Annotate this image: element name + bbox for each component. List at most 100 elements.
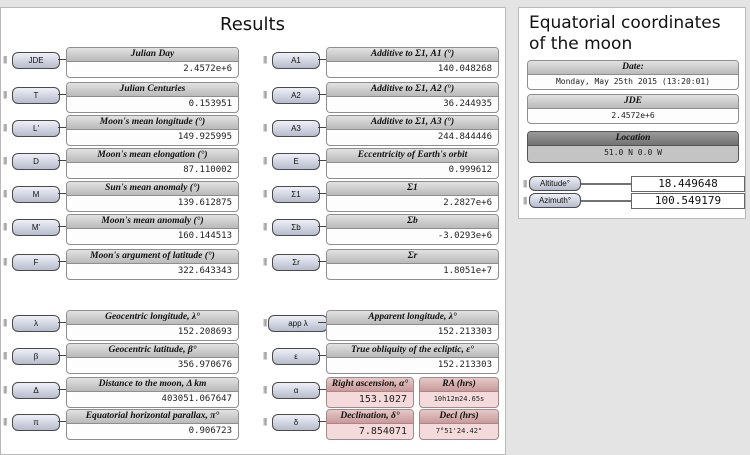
panel-title: Moon's argument of latitude (°) (67, 250, 238, 264)
grip-icon[interactable]: ||| (263, 351, 267, 360)
result-node-beta: ||| β Geocentric latitude, β° 356.970676 (0, 343, 240, 374)
grip-icon[interactable]: ||| (263, 318, 267, 327)
panel-sigmar[interactable]: Σr 1.8051e+7 (326, 249, 499, 280)
panel-right-ascension[interactable]: Right ascension, α° 153.1027 (326, 377, 414, 408)
grip-icon[interactable]: ||| (263, 55, 267, 64)
grip-icon[interactable]: ||| (3, 156, 7, 165)
panel-distance-to-moon[interactable]: Distance to the moon, Δ km 403051.067647 (66, 377, 239, 408)
connector-line (318, 59, 326, 60)
panel-additive-a3[interactable]: Additive to Σ1, A3 (°) 244.844446 (326, 115, 499, 146)
port-distance[interactable]: Δ (12, 382, 60, 399)
panel-geocentric-longitude[interactable]: Geocentric longitude, λ° 152.208693 (66, 310, 239, 341)
panel-true-obliquity[interactable]: True obliquity of the ecliptic, ε° 152.2… (326, 343, 499, 374)
grip-icon[interactable]: ||| (523, 179, 527, 188)
result-node-a2: ||| A2 Additive to Σ1, A2 (°) 36.244935 (260, 82, 500, 113)
port-e[interactable]: E (272, 153, 320, 170)
connector-line (318, 389, 326, 390)
panel-apparent-longitude[interactable]: Apparent longitude, λ° 152.213303 (326, 310, 499, 341)
grip-icon[interactable]: ||| (3, 55, 7, 64)
port-alpha[interactable]: α (272, 382, 320, 399)
result-node-d: ||| D Moon's mean elongation (°) 87.1100… (0, 148, 240, 179)
grip-icon[interactable]: ||| (3, 222, 7, 231)
panel-decl-hours[interactable]: Decl (hrs) 7°51'24.42" (419, 409, 499, 440)
grip-icon[interactable]: ||| (3, 318, 7, 327)
panel-moon-argument-latitude[interactable]: Moon's argument of latitude (°) 322.6433… (66, 249, 239, 280)
altitude-port[interactable]: Altitude° (529, 176, 581, 191)
panel-value: 87.110002 (183, 165, 232, 175)
panel-location[interactable]: Location 51.0 N 0.0 W (527, 131, 739, 163)
port-sigmab[interactable]: Σb (272, 219, 320, 236)
grip-icon[interactable]: ||| (263, 385, 267, 394)
panel-moon-mean-longitude[interactable]: Moon's mean longitude (°) 149.925995 (66, 115, 239, 146)
panel-moon-mean-anomaly[interactable]: Moon's mean anomaly (°) 160.144513 (66, 214, 239, 245)
port-m[interactable]: M (12, 186, 60, 203)
panel-title: Decl (hrs) (420, 410, 498, 424)
panel-value: 0.906723 (188, 426, 232, 436)
port-mprime[interactable]: M' (12, 219, 60, 236)
panel-additive-a2[interactable]: Additive to Σ1, A2 (°) 36.244935 (326, 82, 499, 113)
grip-icon[interactable]: ||| (263, 189, 267, 198)
panel-ra-hours[interactable]: RA (hrs) 10h12m24.65s (419, 377, 499, 408)
panel-julian-day[interactable]: Julian Day 2.4572e+6 (66, 47, 239, 78)
grip-icon[interactable]: ||| (3, 417, 7, 426)
grip-icon[interactable]: ||| (263, 90, 267, 99)
port-a2[interactable]: A2 (272, 87, 320, 104)
port-a1[interactable]: A1 (272, 52, 320, 69)
panel-date[interactable]: Date: Monday, May 25th 2015 (13:20:01) (527, 60, 739, 90)
grip-icon[interactable]: ||| (263, 156, 267, 165)
panel-value: 152.208693 (177, 327, 232, 337)
grip-icon[interactable]: ||| (263, 257, 267, 266)
panel-additive-a1[interactable]: Additive to Σ1, A1 (°) 140.048268 (326, 47, 499, 78)
grip-icon[interactable]: ||| (3, 257, 7, 266)
port-epsilon[interactable]: ε (272, 348, 320, 365)
grip-icon[interactable]: ||| (523, 196, 527, 205)
panel-sun-mean-anomaly[interactable]: Sun's mean anomaly (°) 139.612875 (66, 181, 239, 212)
port-parallax[interactable]: π (12, 414, 60, 431)
result-node-a1: ||| A1 Additive to Σ1, A1 (°) 140.048268 (260, 47, 500, 78)
result-node-app-lambda: ||| app λ Apparent longitude, λ° 152.213… (260, 310, 500, 341)
result-node-sigmar: ||| Σr Σr 1.8051e+7 (260, 249, 500, 280)
grip-icon[interactable]: ||| (263, 123, 267, 132)
port-t[interactable]: T (12, 87, 60, 104)
result-node-e: ||| E Eccentricity of Earth's orbit 0.99… (260, 148, 500, 179)
result-node-alpha: ||| α Right ascension, α° 153.1027 RA (h… (260, 377, 500, 408)
grip-icon[interactable]: ||| (3, 385, 7, 394)
panel-moon-mean-elongation[interactable]: Moon's mean elongation (°) 87.110002 (66, 148, 239, 179)
panel-declination[interactable]: Declination, δ° 7.854071 (326, 409, 414, 440)
panel-title: Declination, δ° (327, 410, 413, 424)
panel-eccentricity[interactable]: Eccentricity of Earth's orbit 0.999612 (326, 148, 499, 179)
panel-value: 153.1027 (358, 394, 407, 405)
panel-geocentric-latitude[interactable]: Geocentric latitude, β° 356.970676 (66, 343, 239, 374)
port-d[interactable]: D (12, 153, 60, 170)
grip-icon[interactable]: ||| (3, 189, 7, 198)
grip-icon[interactable]: ||| (3, 351, 7, 360)
port-sigma1[interactable]: Σ1 (272, 186, 320, 203)
panel-title: Additive to Σ1, A2 (°) (327, 83, 498, 97)
panel-value: -3.0293e+6 (437, 231, 492, 241)
azimuth-port[interactable]: Azimuth° (529, 193, 581, 208)
port-jde[interactable]: JDE (12, 52, 60, 69)
grip-icon[interactable]: ||| (3, 123, 7, 132)
azimuth-value: 100.549179 (631, 193, 745, 209)
port-f[interactable]: F (12, 254, 60, 271)
port-delta[interactable]: δ (272, 414, 320, 431)
port-lambda[interactable]: λ (12, 315, 60, 332)
grip-icon[interactable]: ||| (263, 222, 267, 231)
panel-horizontal-parallax[interactable]: Equatorial horizontal parallax, π° 0.906… (66, 409, 239, 440)
panel-julian-centuries[interactable]: Julian Centuries 0.153951 (66, 82, 239, 113)
grip-icon[interactable]: ||| (263, 417, 267, 426)
port-app-lambda[interactable]: app λ (268, 315, 328, 332)
grip-icon[interactable]: ||| (3, 90, 7, 99)
panel-sigmab[interactable]: Σb -3.0293e+6 (326, 214, 499, 245)
port-beta[interactable]: β (12, 348, 60, 365)
output-wires (580, 183, 631, 202)
panel-value: 36.244935 (443, 99, 492, 109)
port-lprime[interactable]: L' (12, 120, 60, 137)
panel-jde[interactable]: JDE 2.4572e+6 (527, 94, 739, 124)
port-a3[interactable]: A3 (272, 120, 320, 137)
panel-sigma1[interactable]: Σ1 2.2827e+6 (326, 181, 499, 212)
panel-value: 2.2827e+6 (443, 198, 492, 208)
connector-line (58, 355, 66, 356)
port-sigmar[interactable]: Σr (272, 254, 320, 271)
results-title: Results (220, 14, 285, 35)
